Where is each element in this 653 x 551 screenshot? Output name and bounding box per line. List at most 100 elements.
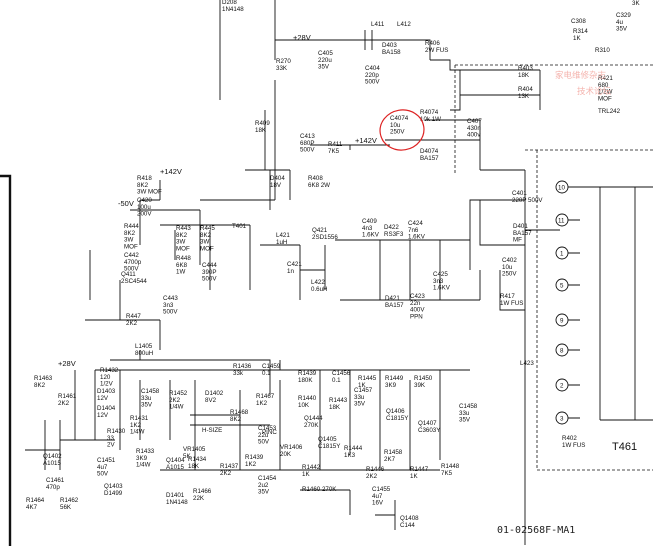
transformer-pin-8-label: 8	[560, 347, 564, 354]
transformer-pin-2-label: 2	[560, 382, 564, 389]
rail-142v-mid: +142V	[355, 136, 377, 145]
rail-28v-lower: +28V	[58, 359, 76, 368]
transformer-pin-9	[555, 313, 569, 327]
transformer-pin-1	[555, 246, 569, 260]
transformer-pin-3	[555, 411, 569, 425]
transformer-pin-5	[555, 278, 569, 292]
transformer-pin-1-label: 1	[560, 250, 564, 257]
component-r310-label: R310	[595, 47, 610, 54]
component-l423-label: L423	[520, 360, 534, 367]
component-3k-label: 3K	[632, 0, 640, 7]
component-l411-label: L411	[371, 21, 385, 28]
transformer-pin-5-label: 5	[560, 282, 564, 289]
component-trl242-label: TRL242	[598, 108, 621, 115]
component-h-size-label: H-SIZE	[202, 427, 222, 434]
transformer-pin-10	[555, 180, 569, 194]
transformer-pin-8	[555, 343, 569, 357]
drawing-code: 01-02568F-MA1	[497, 525, 575, 536]
left-frame	[0, 174, 12, 546]
transformer-label: T461	[612, 441, 637, 453]
transformer-pin-11	[555, 213, 569, 227]
rail-142v-left: +142V	[160, 167, 182, 176]
watermark-line1: 家电维修杂志	[555, 70, 607, 80]
right-module-box	[454, 64, 653, 175]
transformer-pins	[560, 186, 653, 421]
rail-minus50v: -50V	[118, 199, 134, 208]
